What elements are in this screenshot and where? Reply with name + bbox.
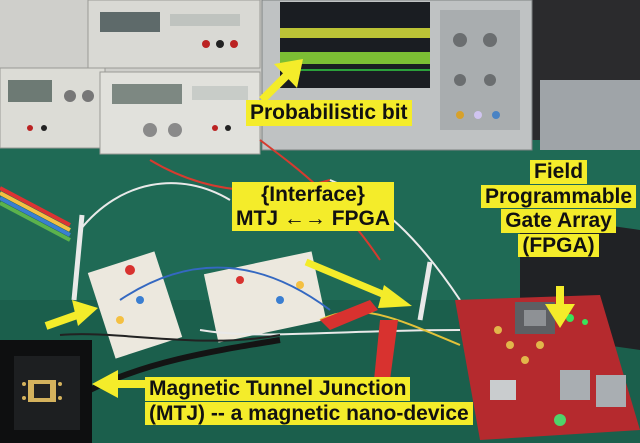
arrow-to-fpga [545,286,575,328]
red-clip-1 [320,300,378,330]
breadboard-left [87,251,183,359]
fpga-line-3: Gate Array [501,209,616,233]
arrow-interface-to-probe [304,258,412,308]
mtj-line-2: (MTJ) -- a magnetic nano-device [145,401,473,426]
mtj-label: Magnetic Tunnel Junction (MTJ) -- a magn… [145,377,473,426]
bench-multimeter [87,0,261,69]
mtj-line-1: Magnetic Tunnel Junction [145,377,411,401]
probe-left [71,214,85,301]
breadboard-center [203,251,327,343]
oscilloscope [261,0,533,151]
fpga-line-1: Field [530,160,588,184]
interface-title: {Interface} [261,183,365,206]
fpga-line-2: Programmable [481,184,637,209]
annotation-arrows [44,59,575,398]
power-supply-left [0,67,106,149]
arrow-to-mtj [92,370,148,398]
arrow-to-breadboard [44,300,98,330]
arrow-to-oscilloscope [259,59,303,103]
red-clip-2 [374,320,398,380]
fpga-board [455,295,640,440]
mtj-device-box [0,340,92,443]
power-supply-center [99,71,261,155]
fpga-label: Field Programmable Gate Array (FPGA) [481,160,637,258]
interface-left: MTJ [236,206,278,230]
probabilistic-bit-label: Probabilistic bit [246,100,412,126]
interface-label: {Interface} MTJ ←→ FPGA [232,182,395,232]
interface-arrow-glyph: ←→ [283,206,326,230]
fpga-line-4: (FPGA) [518,233,599,258]
jumper-wire-ribbon [0,186,71,242]
interface-mapping: MTJ ←→ FPGA [236,207,390,231]
probe-right [417,261,433,321]
interface-right: FPGA [331,206,391,230]
